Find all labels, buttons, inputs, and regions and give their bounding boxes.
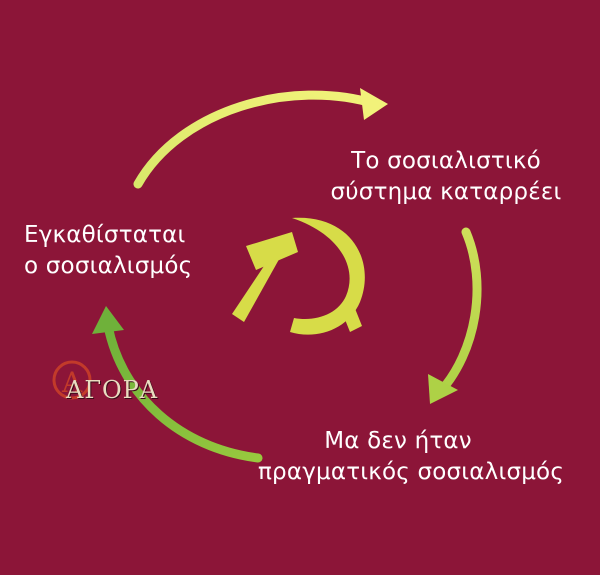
node-label-line: Εγκαθίσταται xyxy=(24,222,186,248)
node-label-line: ο σοσιαλισμός xyxy=(24,253,193,279)
node-label-top-right: Το σοσιαλιστικό σύστημα καταρρέει xyxy=(316,146,576,208)
node-label-line: πραγματικός σοσιαλισμός xyxy=(258,459,565,485)
node-label-bottom: Μα δεν ήταν πραγματικός σοσιαλισμός xyxy=(258,426,565,488)
arrow-right xyxy=(428,227,482,404)
node-label-left: Εγκαθίσταται ο σοσιαλισμός xyxy=(24,220,192,282)
alpha-circle-logo: Α xyxy=(52,360,92,400)
svg-text:Α: Α xyxy=(61,366,83,399)
hammer-and-sickle-icon xyxy=(232,217,365,335)
logo-text: ΑΓΟΡΑ xyxy=(66,376,159,404)
arrow-bottom xyxy=(92,306,263,463)
arrow-top xyxy=(133,88,388,189)
node-label-line: Μα δεν ήταν xyxy=(324,428,472,454)
node-label-line: Το σοσιαλιστικό xyxy=(351,148,541,174)
node-label-line: σύστημα καταρρέει xyxy=(330,179,562,205)
